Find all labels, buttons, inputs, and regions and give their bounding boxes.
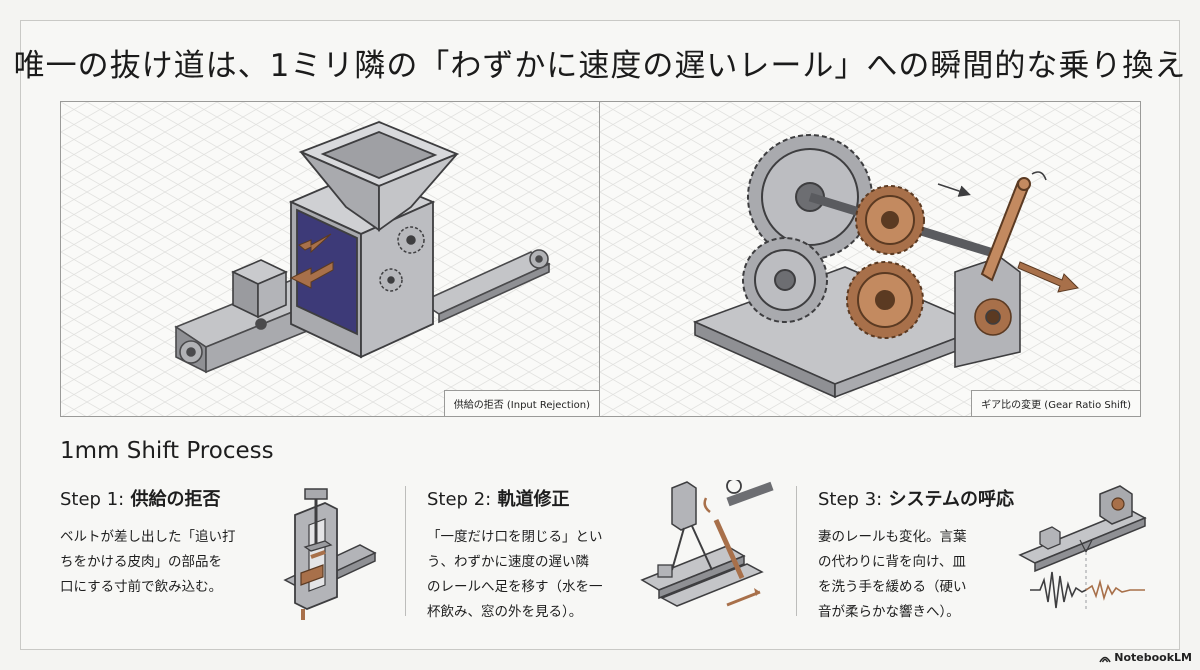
step-3-line: 音が柔らかな響きへ）。	[818, 604, 960, 620]
panel-caption-input-rejection: 供給の拒否 (Input Rejection)	[443, 390, 599, 416]
illustration-panels: 供給の拒否 (Input Rejection)	[60, 101, 1141, 417]
step-3-title: システムの呼応	[888, 489, 1014, 510]
step-2-line: のレールへ足を移す（水を一	[427, 579, 603, 595]
step-3-body: 妻のレールも変化。言葉 の代わりに背を向け、皿 を洗う手を緩める（硬い 音が柔ら…	[818, 525, 967, 625]
step-3-line: 妻のレールも変化。言葉	[818, 529, 967, 545]
step-divider	[405, 486, 406, 616]
panel-input-rejection: 供給の拒否 (Input Rejection)	[61, 102, 600, 416]
step-1-body: ベルトが差し出した「追い打 ちをかける皮肉」の部品を 口にする寸前で飲み込む。	[60, 525, 236, 600]
hopper	[298, 121, 460, 232]
process-title: 1mm Shift Process	[60, 438, 274, 464]
footer-brand: NotebookLM	[1099, 651, 1192, 664]
step-2-line: 「一度だけ口を閉じる」とい	[427, 529, 603, 545]
crank-lever	[980, 177, 1031, 282]
step-1-line: 口にする寸前で飲み込む。	[60, 579, 223, 595]
reject-arrow-icon	[289, 233, 334, 289]
step-3: Step 3: システムの呼応 妻のレールも変化。言葉 の代わりに背を向け、皿 …	[818, 480, 1148, 630]
copper-gear-bottom	[846, 261, 924, 339]
clamp-icon	[283, 488, 377, 620]
step-2-line: う、わずかに速度の遅い隣	[427, 554, 589, 570]
rail-switch-icon	[640, 480, 774, 607]
step-1-title: 供給の拒否	[130, 489, 221, 510]
panel-caption-gear-ratio-shift: ギア比の変更 (Gear Ratio Shift)	[971, 390, 1140, 416]
step-3-label: Step 3:	[818, 489, 883, 510]
rotate-arrow-icon	[1031, 171, 1047, 181]
panel-gear-ratio-shift: ギア比の変更 (Gear Ratio Shift)	[600, 102, 1140, 416]
step-divider	[796, 486, 797, 616]
slide-title: 唯一の抜け道は、1ミリ隣の「わずかに速度の遅いレール」への瞬間的な乗り換え	[13, 48, 1187, 84]
step-3-line: を洗う手を緩める（硬い	[818, 579, 967, 595]
step-1: Step 1: 供給の拒否 ベルトが差し出した「追い打 ちをかける皮肉」の部品を…	[60, 480, 400, 630]
motion-arrow-icon	[937, 183, 971, 197]
hopper-conveyor-illustration	[61, 102, 599, 416]
notebooklm-logo-icon	[1099, 656, 1111, 663]
back-conveyor	[419, 249, 551, 324]
small-gears	[379, 226, 425, 292]
output-bearing	[954, 256, 1021, 369]
step-3-line: の代わりに背を向け、皿	[818, 554, 966, 570]
step-1-label: Step 1:	[60, 489, 125, 510]
step-2-label: Step 2:	[427, 489, 492, 510]
step-2-title: 軌道修正	[497, 489, 570, 510]
step-2: Step 2: 軌道修正 「一度だけ口を閉じる」とい う、わずかに速度の遅い隣 …	[427, 480, 787, 630]
gearbox-illustration	[600, 102, 1140, 416]
copper-gear-top	[855, 185, 925, 255]
step-1-line: ベルトが差し出した「追い打	[60, 529, 236, 545]
footer-brand-label: NotebookLM	[1114, 651, 1192, 664]
step-2-line: 杯飲み、窓の外を見る）。	[427, 604, 583, 620]
step-2-body: 「一度だけ口を閉じる」とい う、わずかに速度の遅い隣 のレールへ足を移す（水を一…	[427, 525, 603, 625]
output-arrow-icon	[1017, 261, 1080, 293]
rejected-block	[231, 259, 288, 319]
waveform-conveyor-icon	[1018, 485, 1147, 610]
grey-gear-small	[742, 237, 828, 323]
step-1-line: ちをかける皮肉」の部品を	[60, 554, 222, 570]
